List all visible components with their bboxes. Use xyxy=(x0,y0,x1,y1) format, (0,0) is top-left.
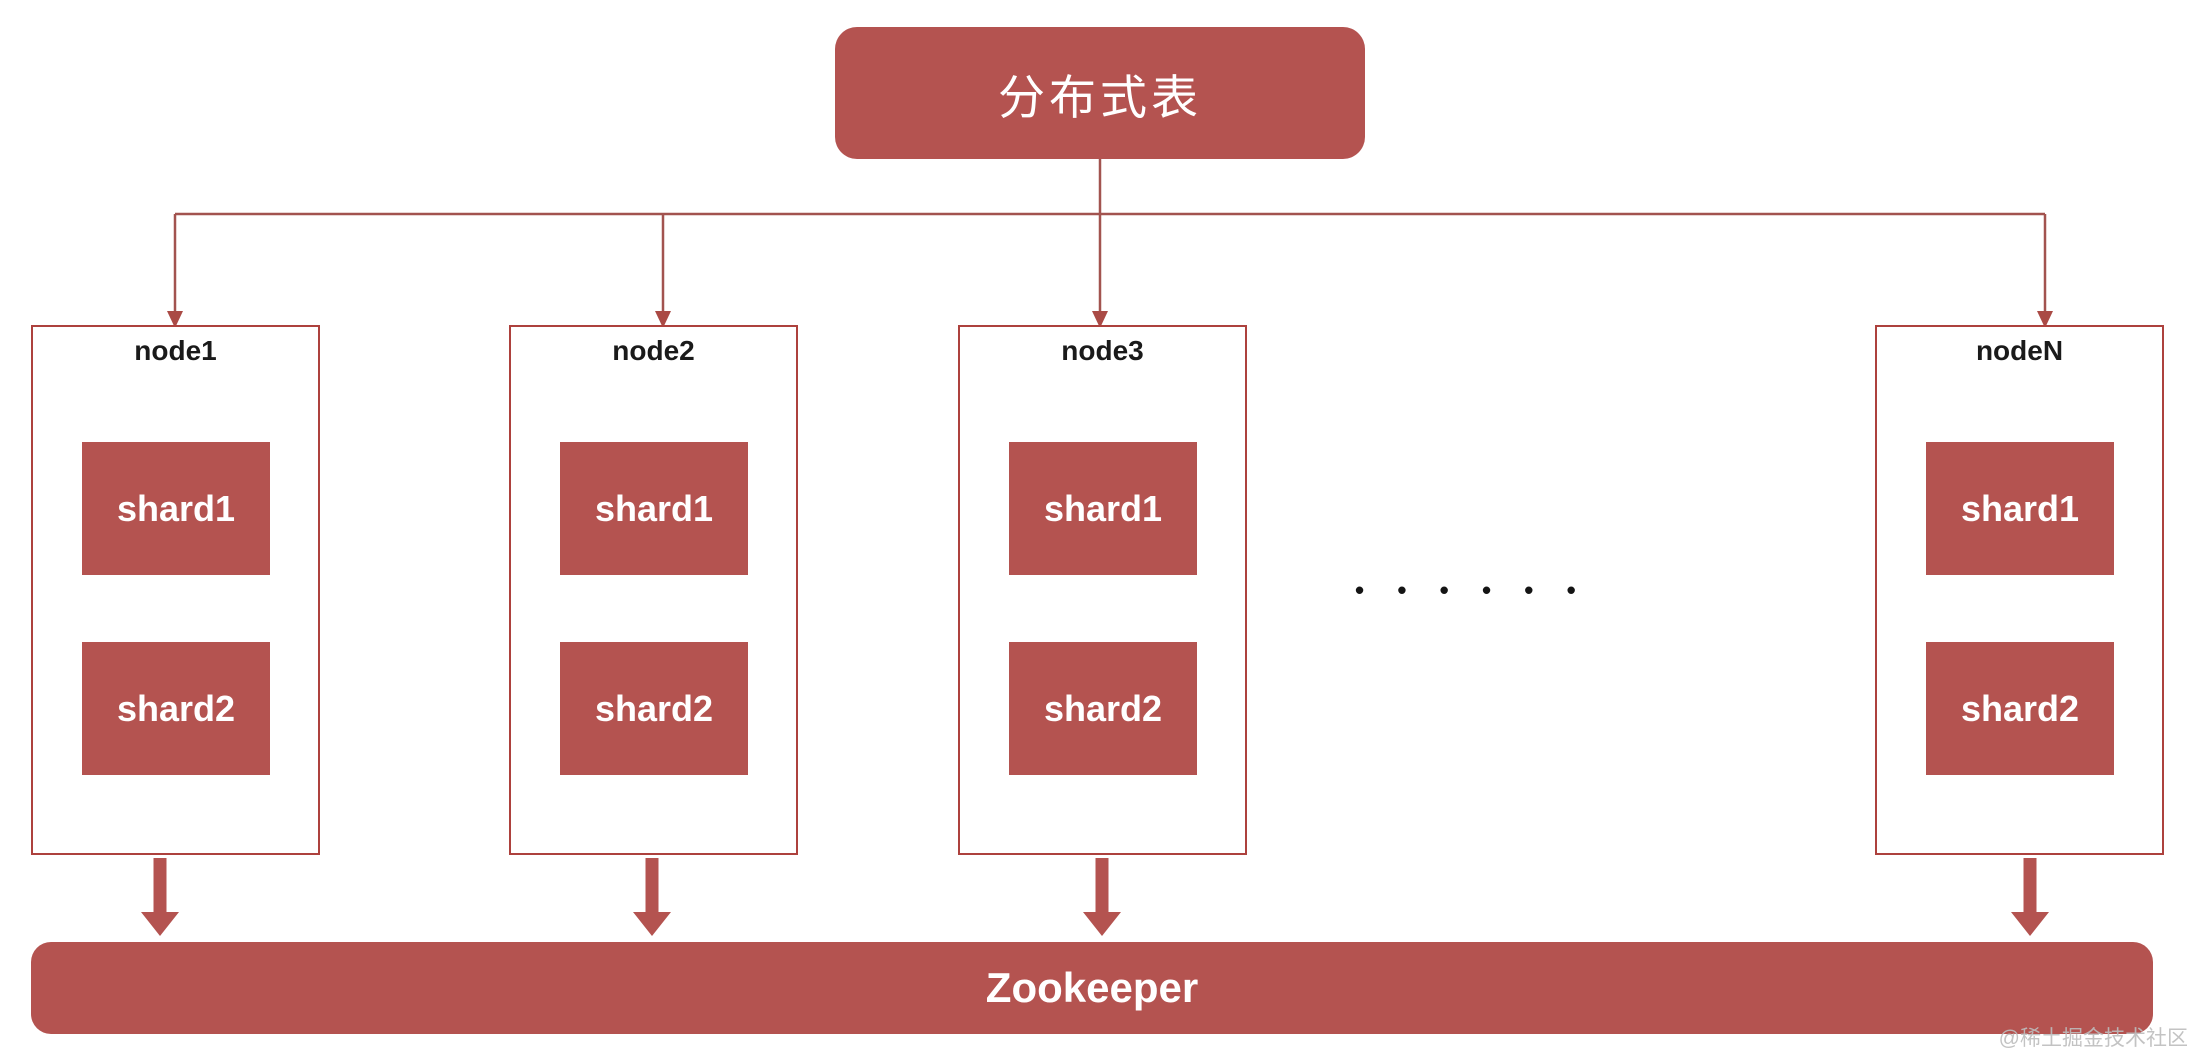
shard-box: shard1 xyxy=(560,442,748,575)
thick-arrows xyxy=(141,858,2049,936)
node-card-1: node1 shard1 shard2 xyxy=(31,325,320,855)
shard-box: shard2 xyxy=(560,642,748,775)
node3-to-zookeeper-arrow xyxy=(1083,858,1121,936)
zookeeper-label: Zookeeper xyxy=(985,964,1199,1011)
node-card-n: nodeN shard1 shard2 xyxy=(1875,325,2164,855)
node1-to-zookeeper-arrow xyxy=(141,858,179,936)
zookeeper-bar: Zookeeper xyxy=(31,942,2153,1034)
shard-box: shard2 xyxy=(1926,642,2114,775)
node-label: node3 xyxy=(1061,335,1144,366)
thin-connectors xyxy=(173,159,2047,313)
ellipsis-dots: • • • • • • xyxy=(1355,575,1589,605)
node-label: node1 xyxy=(134,335,217,366)
distributed-table-box: 分布式表 xyxy=(835,27,1365,159)
node-card-3: node3 shard1 shard2 xyxy=(958,325,1247,855)
shard-box: shard2 xyxy=(1009,642,1197,775)
node-card-2: node2 shard1 shard2 xyxy=(509,325,798,855)
shard-box: shard1 xyxy=(1926,442,2114,575)
distributed-table-label: 分布式表 xyxy=(998,72,1202,125)
shard-box: shard1 xyxy=(1009,442,1197,575)
node-label: nodeN xyxy=(1975,335,2064,366)
node2-to-zookeeper-arrow xyxy=(633,858,671,936)
nodeN-to-zookeeper-arrow xyxy=(2011,858,2049,936)
watermark-text: @稀土掘金技术社区 xyxy=(1998,1027,2188,1050)
shard-box: shard2 xyxy=(82,642,270,775)
node-label: node2 xyxy=(612,335,695,366)
shard-box: shard1 xyxy=(82,442,270,575)
